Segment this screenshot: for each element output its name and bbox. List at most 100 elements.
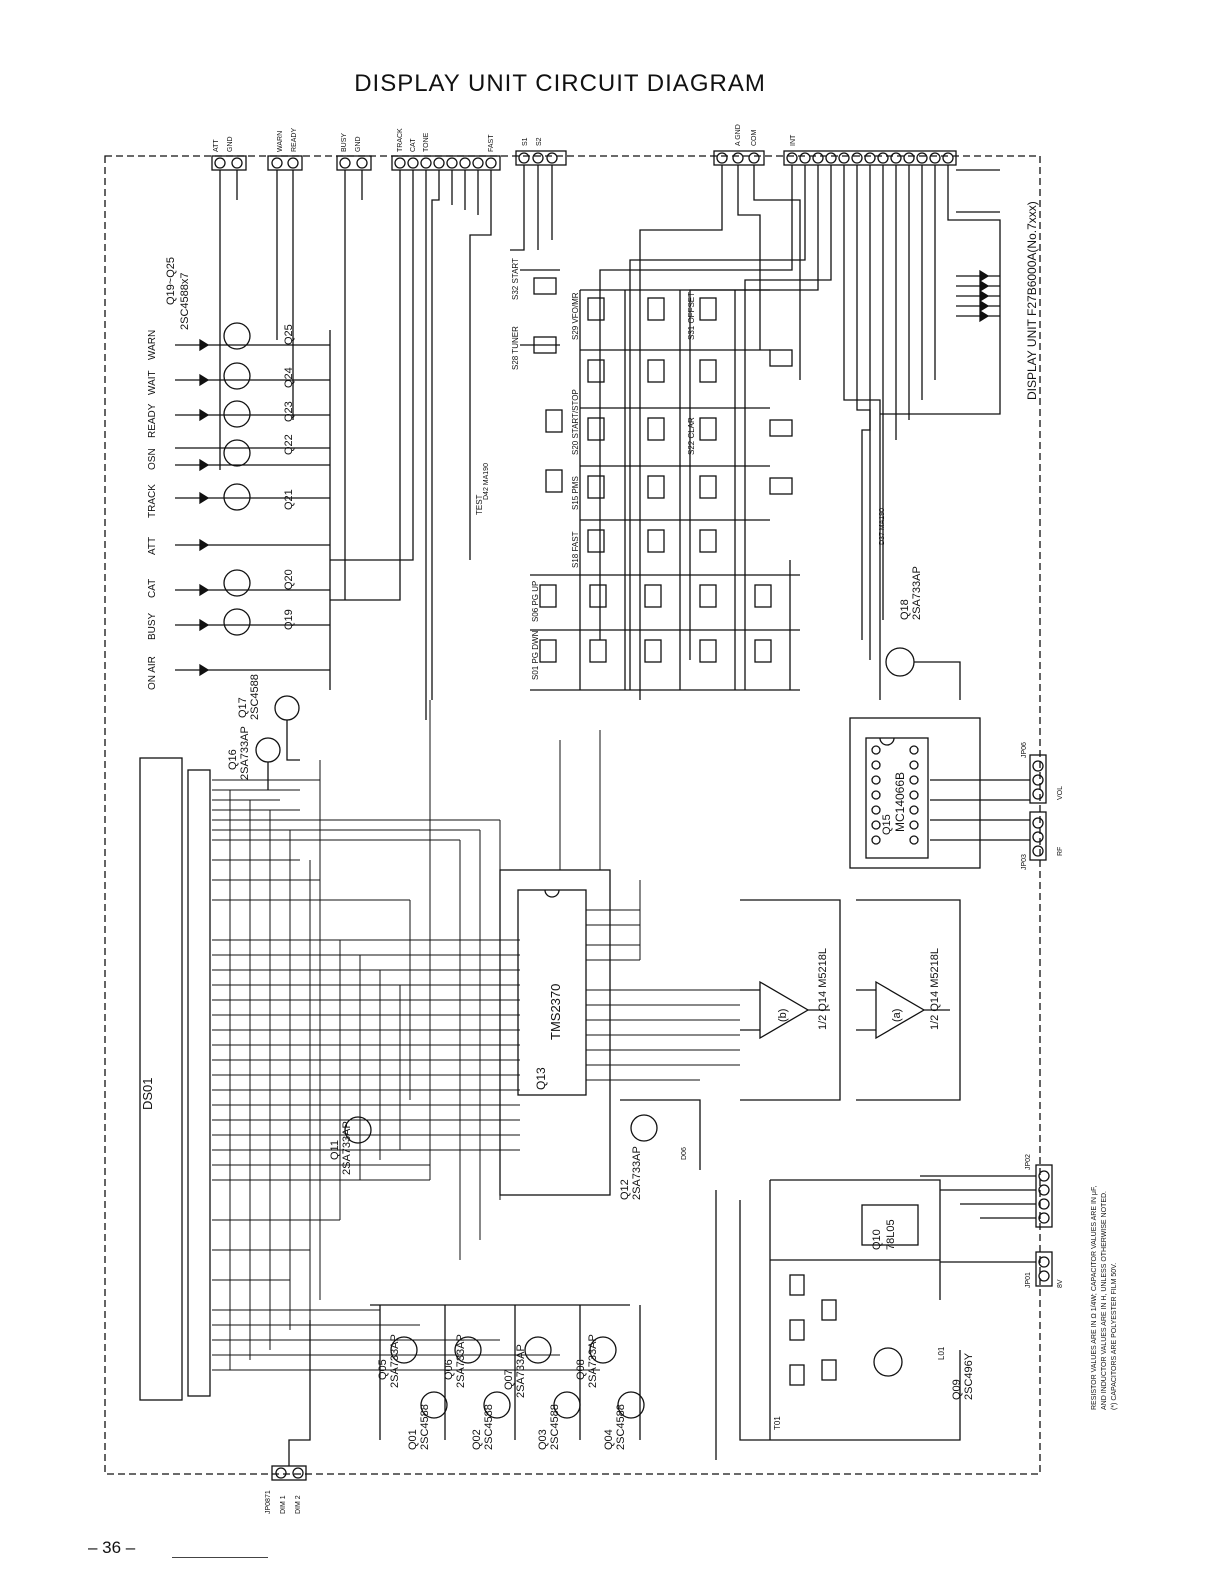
q06-label: Q06 xyxy=(443,1359,455,1380)
q07-type: 2SA733AP xyxy=(515,1344,527,1398)
j05-pin-ready: READY xyxy=(291,128,298,152)
q14b-unit: (b) xyxy=(777,1009,789,1022)
j01-bottom-label: JP0871 xyxy=(265,1490,272,1514)
j04-pin-int: INT xyxy=(790,134,797,146)
q17-type: 2SC4588 xyxy=(249,674,261,720)
q09-label: Q09 xyxy=(951,1379,963,1400)
connector-j03 xyxy=(510,150,567,251)
q13-pin-lines xyxy=(559,730,740,1081)
jp03-side-label: JP03 xyxy=(1021,854,1028,870)
q13-label: TMS2370 xyxy=(548,984,563,1040)
q12-type: 2SA733AP xyxy=(631,1146,643,1200)
q18-label: Q18 xyxy=(899,599,911,620)
q01-type: 2SC4588 xyxy=(419,1404,431,1450)
q19-label: Q19 xyxy=(283,609,295,630)
connector-j05 xyxy=(267,155,303,420)
q14a-label: 1/2 Q14 M5218L xyxy=(929,948,941,1030)
switch-pg-up: S06 PG UP xyxy=(531,581,540,622)
q14-opamp-b xyxy=(740,899,841,1101)
q18-type: 2SA733AP xyxy=(911,566,923,620)
q05-type: 2SA733AP xyxy=(389,1334,401,1388)
q11-type: 2SA733AP xyxy=(341,1121,353,1175)
q24-label: Q24 xyxy=(283,367,295,388)
j07-pin-cat: CAT xyxy=(410,138,417,152)
q12-transistor xyxy=(630,1114,658,1142)
j01-pin-dim1: DIM 1 xyxy=(280,1495,287,1514)
q12-label: Q12 xyxy=(619,1179,631,1200)
q16-label: Q16 xyxy=(227,749,239,770)
q03-type: 2SC4588 xyxy=(549,1404,561,1450)
switch-start-stop: S20 START/STOP xyxy=(571,389,580,455)
j07-pin-fast: FAST xyxy=(488,134,495,152)
j05-pin-warn: WARN xyxy=(277,131,284,152)
connector-jp06-side xyxy=(1029,754,1047,804)
q02-label: Q02 xyxy=(471,1429,483,1450)
power-supply xyxy=(715,1179,961,1460)
q08-type: 2SA733AP xyxy=(587,1334,599,1388)
indicator-ready: READY xyxy=(147,403,158,438)
q10-label: Q10 xyxy=(871,1229,883,1250)
jp06-side-label: JP06 xyxy=(1021,742,1028,758)
test-point-label: TEST xyxy=(475,494,484,515)
q18-transistor xyxy=(885,647,915,677)
indicator-wait: WAIT xyxy=(147,370,158,395)
l01-label: L01 xyxy=(937,1346,946,1360)
indicator-att: ATT xyxy=(147,537,158,555)
connector-j06 xyxy=(211,155,247,470)
connector-j07 xyxy=(330,155,501,720)
q07-label: Q07 xyxy=(503,1369,515,1390)
switch-track: S18 FAST xyxy=(571,531,580,568)
q09-type: 2SC496Y xyxy=(963,1352,975,1400)
q10-part: 78L05 xyxy=(885,1219,897,1250)
q16-q17-transistors xyxy=(255,695,300,790)
switch-start: S32 START xyxy=(511,258,520,300)
j03-pin-s2: S2 xyxy=(536,137,543,146)
indicator-on-air: ON AIR xyxy=(147,656,158,690)
j03-pin-s1: S1 xyxy=(522,137,529,146)
q11-transistor xyxy=(344,1116,372,1144)
q21-label: Q21 xyxy=(283,489,295,510)
jp02-side-label: JP02 xyxy=(1025,1154,1032,1170)
d06-label: D06 xyxy=(681,1147,688,1160)
transistor-group-type: 2SC4588x7 xyxy=(179,273,191,331)
connector-jp01-side xyxy=(940,1251,1053,1287)
j07-pin-tone: TONE xyxy=(423,132,430,152)
j06-pin-att: ATT xyxy=(213,139,220,152)
ds01-label: DS01 xyxy=(140,1077,155,1110)
q10-regulator xyxy=(861,1204,919,1246)
j06-pin-gnd: GND xyxy=(227,136,234,152)
q15-label: MC14066B xyxy=(893,772,907,832)
q13-ic-body xyxy=(499,869,611,1196)
switch-matrix xyxy=(530,289,800,691)
diode-array-right xyxy=(956,169,1000,323)
connector-j08 xyxy=(336,155,372,600)
note-line-3: (*) CAPACITORS ARE POLYESTER FILM 50V. xyxy=(1111,1263,1118,1410)
q01-label: Q01 xyxy=(407,1429,419,1450)
d42-label: D42 MA190 xyxy=(483,463,490,500)
q14b-label: 1/2 Q14 M5218L xyxy=(817,948,829,1030)
connector-jp02-side xyxy=(920,1164,1053,1228)
switch-offset: S31 OFFSET xyxy=(687,292,696,340)
q06-type: 2SA733AP xyxy=(455,1334,467,1388)
transistor-group-label: Q19~Q25 xyxy=(165,257,177,305)
jp03-pin-rf: RF xyxy=(1057,847,1064,856)
indicator-lines xyxy=(175,322,331,690)
q05-label: Q05 xyxy=(377,1359,389,1380)
driver-transistors xyxy=(370,1304,645,1440)
ds01-display xyxy=(139,757,211,1401)
switch-pms: S15 PMS xyxy=(571,476,580,510)
q02-type: 2SC4588 xyxy=(483,1404,495,1450)
q23-label: Q23 xyxy=(283,401,295,422)
q09-transistor xyxy=(873,1347,903,1377)
diagram-title: DISPLAY UNIT CIRCUIT DIAGRAM xyxy=(354,70,766,97)
page-number: – 36 – xyxy=(88,1538,136,1557)
q11-label: Q11 xyxy=(329,1140,341,1160)
q14a-unit: (a) xyxy=(891,1009,903,1022)
q08-label: Q08 xyxy=(575,1359,587,1380)
j08-pin-busy: BUSY xyxy=(341,133,348,152)
indicator-cat: CAT xyxy=(147,579,158,598)
page-rule xyxy=(172,1557,268,1558)
q16-type: 2SA733AP xyxy=(239,726,251,780)
board-boundary xyxy=(104,155,1041,1475)
